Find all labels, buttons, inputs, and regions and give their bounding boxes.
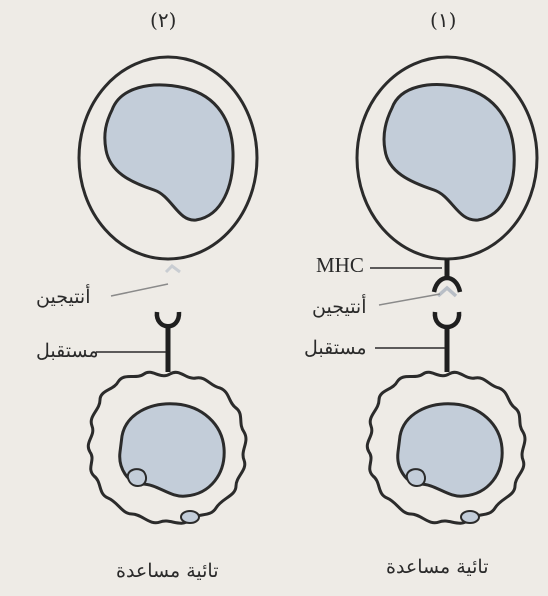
panel-1-receptor-label: مستقبل [304, 337, 367, 359]
panel-2-number: (٢) [150, 8, 176, 32]
panel-2-receptor-label: مستقبل [36, 340, 99, 362]
antigen-leader-line [379, 294, 440, 305]
t-cell-granule [461, 511, 479, 523]
panel-2 [79, 57, 257, 523]
receptor-shape [435, 312, 459, 372]
panel-1 [357, 57, 537, 523]
t-cell-granule [181, 511, 199, 523]
t-cell-granule [128, 469, 146, 486]
panel-2-antigen-label: أنتيجين [36, 286, 91, 308]
panel-1-mhc-label: MHC [316, 253, 364, 278]
receptor-shape [157, 312, 179, 372]
panel-2-cell-label: تائية مساعدة [116, 560, 219, 582]
presenting-cell-nucleus [105, 85, 233, 220]
antigen-shape [166, 266, 180, 272]
presenting-cell-nucleus [384, 85, 514, 220]
antigen-shape [438, 288, 456, 296]
panel-1-cell-label: تائية مساعدة [386, 556, 489, 578]
t-cell-granule [407, 469, 425, 486]
panel-1-antigen-label: أنتيجين [312, 296, 367, 318]
panel-1-number: (١) [430, 8, 456, 32]
antigen-leader-line [111, 284, 168, 296]
